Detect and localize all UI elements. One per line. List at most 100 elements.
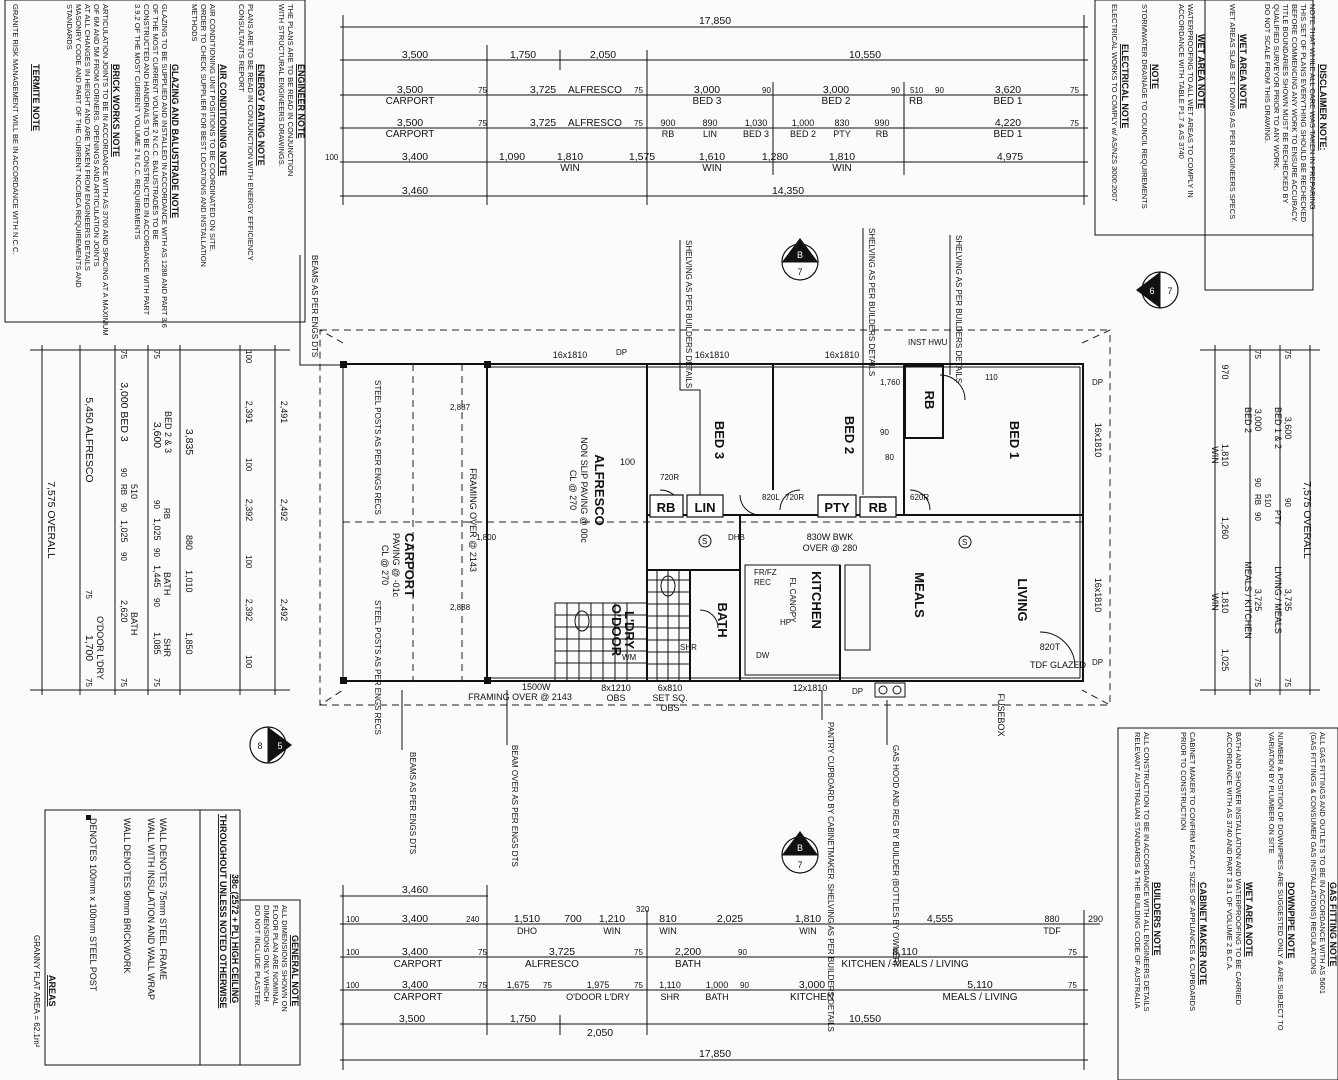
bottom-row2-dim-13: 75	[1068, 981, 1077, 990]
top-row3-dim-9: 830	[834, 118, 849, 128]
left-row2-dim-2: 2,492	[279, 499, 289, 522]
bottom-row2-dim-8: 1,110	[659, 980, 681, 990]
section-marker-left: 8 5	[249, 726, 292, 764]
top-row4-dim-3: 1,090	[499, 151, 525, 163]
top-row5-dim-2: 14,350	[772, 185, 804, 197]
top-row2-dim-12: 75	[1070, 86, 1079, 95]
top-row3-label-7: PTY	[833, 129, 851, 139]
areas-line: GRANNY FLAT AREA = 62.1m²	[32, 935, 41, 1048]
left-row6-label-1: O'DOOR L'DRY	[95, 616, 105, 680]
room-label-rb-top: RB	[922, 391, 937, 410]
beams-note-top: BEAMS AS PER ENGS DTS	[310, 255, 319, 357]
note-aircon-line-1: AIR CONDITIONING UNIT POSITIONS TO BE CO…	[208, 4, 217, 252]
top-row4-dim-5: 1,575	[629, 151, 655, 163]
right-row1-label-2: WIN	[1210, 593, 1220, 611]
note-cabinet-heading: CABINET MAKER NOTE	[1198, 882, 1208, 985]
gas-note: GAS HOOD AND REG BY BUILDER (BOTTLES BY …	[891, 745, 900, 966]
bottom-row3-dim-3: 75	[478, 948, 487, 957]
right-dimensions: 7,575 OVERALL 970 1,810 1,260 1,810 1,02…	[1200, 345, 1320, 695]
general-note-line-2: FLOOR PLAN ARE NOMINAL	[271, 905, 280, 1006]
top-row3-dim-11: 4,220	[995, 117, 1021, 129]
top-row2-label-1: CARPORT	[386, 96, 435, 107]
dp-label-4: DP	[852, 687, 863, 696]
room-label-pty: PTY	[824, 500, 850, 515]
left-row3-dim-3: 1,010	[184, 570, 194, 593]
ceiling-note-1: 38c (2572 + PL) HIGH CEILING	[230, 874, 240, 1003]
top-row3-dim-3: 3,725	[530, 117, 556, 129]
left-row1-dim-7: 100	[244, 655, 253, 669]
top-row2-dim-3: 3,725	[530, 84, 556, 96]
window-label-4: 16x1810	[1093, 423, 1103, 458]
left-row5-dim-8: 2,620	[119, 600, 129, 623]
left-overall-dim: 7,575 OVERALL	[45, 481, 57, 559]
right-row1-dim-4: 1,810	[1220, 591, 1230, 614]
top-row2-dim-6: 90	[762, 86, 771, 95]
shelving-note-1: SHELVING AS PER BUILDERS DETAILS	[684, 240, 693, 388]
room-label-meals: MEALS	[912, 572, 927, 618]
notes-right-top: DISCLAIMER NOTE: NOTE THAT WHILE ALL CAR…	[1094, 0, 1328, 291]
left-row1-dim-6: 2,392	[244, 599, 254, 622]
left-row4-label-3: BATH	[162, 572, 172, 595]
steel-posts-note-bottom: STEEL POSTS AS PER ENGS RECS	[373, 600, 382, 735]
top-row2-dim-10: 90	[935, 86, 944, 95]
note-electrical-line-1: ELECTRICAL WORKS TO COMPLY w/ AS/NZS 300…	[1110, 4, 1119, 202]
note-wetarea3-line-2: ACCORDANCE WITH AS 3740 AND PART 3.8.1 O…	[1225, 732, 1234, 971]
left-row5-dim-3: 90	[119, 468, 128, 477]
w100-label: 100	[620, 457, 635, 467]
top-row4-dim-8: 1,810	[829, 151, 855, 163]
top-row2-label-4: BED 2	[822, 96, 851, 107]
left-row1-dim-3: 100	[244, 458, 253, 472]
section-marker-top: B 7	[781, 238, 819, 281]
canopy-label: FL CANOPY	[788, 577, 797, 623]
top-row2-label-5: RB	[909, 96, 923, 107]
bottom-row2-dim-11: 3,000	[799, 979, 825, 991]
note-wetarea2-heading: WET AREA NOTE	[1196, 34, 1206, 109]
left-row4-dim-4: 1,025	[152, 518, 162, 541]
note-gas-line-2: (GAS FITTINGS & CONSUMER GAS INSTALLATIO…	[1309, 732, 1318, 975]
inst-hwu-label: INST HWU	[908, 338, 948, 347]
left-row3-dim-1: 3,835	[183, 429, 195, 455]
room-label-bed2: BED 2	[842, 416, 857, 454]
leader-notes: BEAMS AS PER ENGS DTS STEEL POSTS AS PER…	[299, 228, 963, 1032]
note-aircon-heading: AIR CONDITIONING NOTE	[218, 64, 228, 176]
section-5-left: 5	[277, 741, 282, 751]
top-row4-label-3: WIN	[832, 163, 851, 174]
bottom-row3-dim-7: 90	[738, 948, 747, 957]
bottom-row4-dim-6: 1,210	[599, 913, 625, 925]
room-label-bed3: BED 3	[712, 421, 727, 459]
note-cabinet-line-1: CABINET MAKER TO CONFIRM EXACT SIZES OF …	[1188, 732, 1197, 1011]
note-disclaimer-line-1: NOTE THAT WHILE ALL CARE WAS TAKEN IN PR…	[1308, 4, 1317, 210]
wm-label: WM	[622, 653, 637, 662]
note-energy-heading: ENERGY RATING NOTE	[256, 64, 266, 166]
note-brick-line-1: ARTICULATION JOINTS TO BE IN ACCORDANCE …	[101, 4, 110, 336]
dp-label-1: DP	[1092, 378, 1103, 387]
top-row2-label-3: BED 3	[693, 96, 722, 107]
note-wetarea2-line-2: ACCORDANCE WITH TABLE P1.7 & AS 3740	[1177, 4, 1186, 159]
bottom-row2-label-1: CARPORT	[394, 992, 443, 1003]
right-row2-dim-3: 90	[1253, 478, 1262, 487]
carport-note-2: CL @ 270	[380, 545, 390, 585]
note-engineer-heading: ENGINEER NOTE	[296, 64, 306, 139]
bottom-row3-label-1: CARPORT	[394, 959, 443, 970]
right-row3-label-1: BED 1 & 2	[1273, 407, 1283, 449]
shelving-note-2: SHELVING AS PER BUILDERS DETAILS	[867, 228, 876, 376]
note-cabinet-line-2: PRIOR TO CONSTRUCTION	[1179, 732, 1188, 830]
right-row1-dim-5: 1,025	[1220, 649, 1230, 672]
bottom-row4-dim-1: 100	[346, 915, 360, 924]
top-row2-dim-2: 75	[478, 86, 487, 95]
right-row3-dim-5: 75	[1283, 678, 1292, 687]
areas-heading: AREAS	[47, 975, 57, 1007]
top-row3-label-4: LIN	[703, 129, 717, 139]
top-row3-dim-12: 75	[1070, 119, 1079, 128]
bottom-row4-label-1: DHO	[517, 926, 537, 936]
left-row4-label-1: BED 2 & 3	[163, 411, 173, 453]
top-row2-dim-1: 3,500	[397, 84, 423, 96]
bottom-row2-label-3: SHR	[660, 992, 680, 1002]
top-row4-label-2: WIN	[702, 163, 721, 174]
bottom-row2-dim-2: 3,400	[402, 979, 428, 991]
ceiling-note-2: THROUGHOUT UNLESS NOTED OTHERWISE	[218, 814, 228, 1008]
door-label-3: 620R	[910, 493, 929, 502]
right-row1-dim-3: 1,260	[1220, 517, 1230, 540]
carport-note-1: PAVING @ -01c	[391, 533, 401, 598]
top-row2-label-6: BED 1	[994, 96, 1023, 107]
